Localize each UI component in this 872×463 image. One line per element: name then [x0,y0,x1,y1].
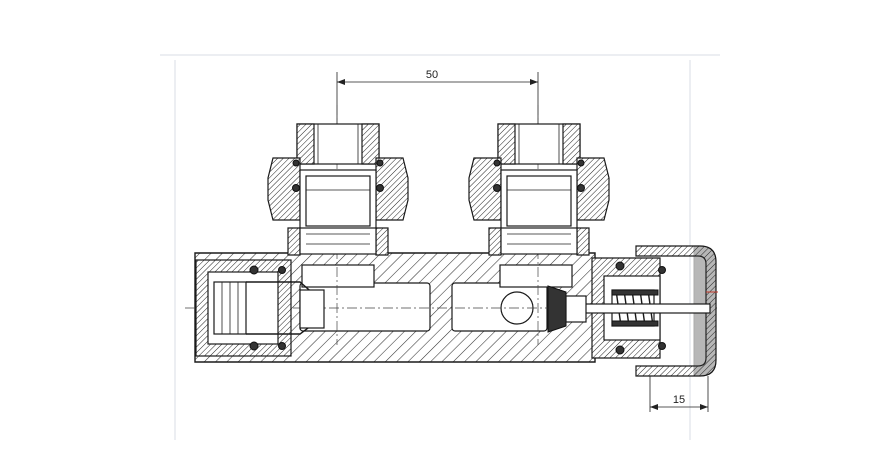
right-valve-cap [547,245,718,377]
dimension-label-15: 15 [673,394,685,406]
left-connector [195,259,325,357]
dimension-label-50: 50 [426,69,438,81]
right-union-fitting [468,123,610,256]
left-union-fitting [267,123,409,256]
dimension-cap-offset: 15 [649,376,709,412]
dimension-pipe-spacing: 50 [336,69,539,125]
valve-body [194,252,596,363]
